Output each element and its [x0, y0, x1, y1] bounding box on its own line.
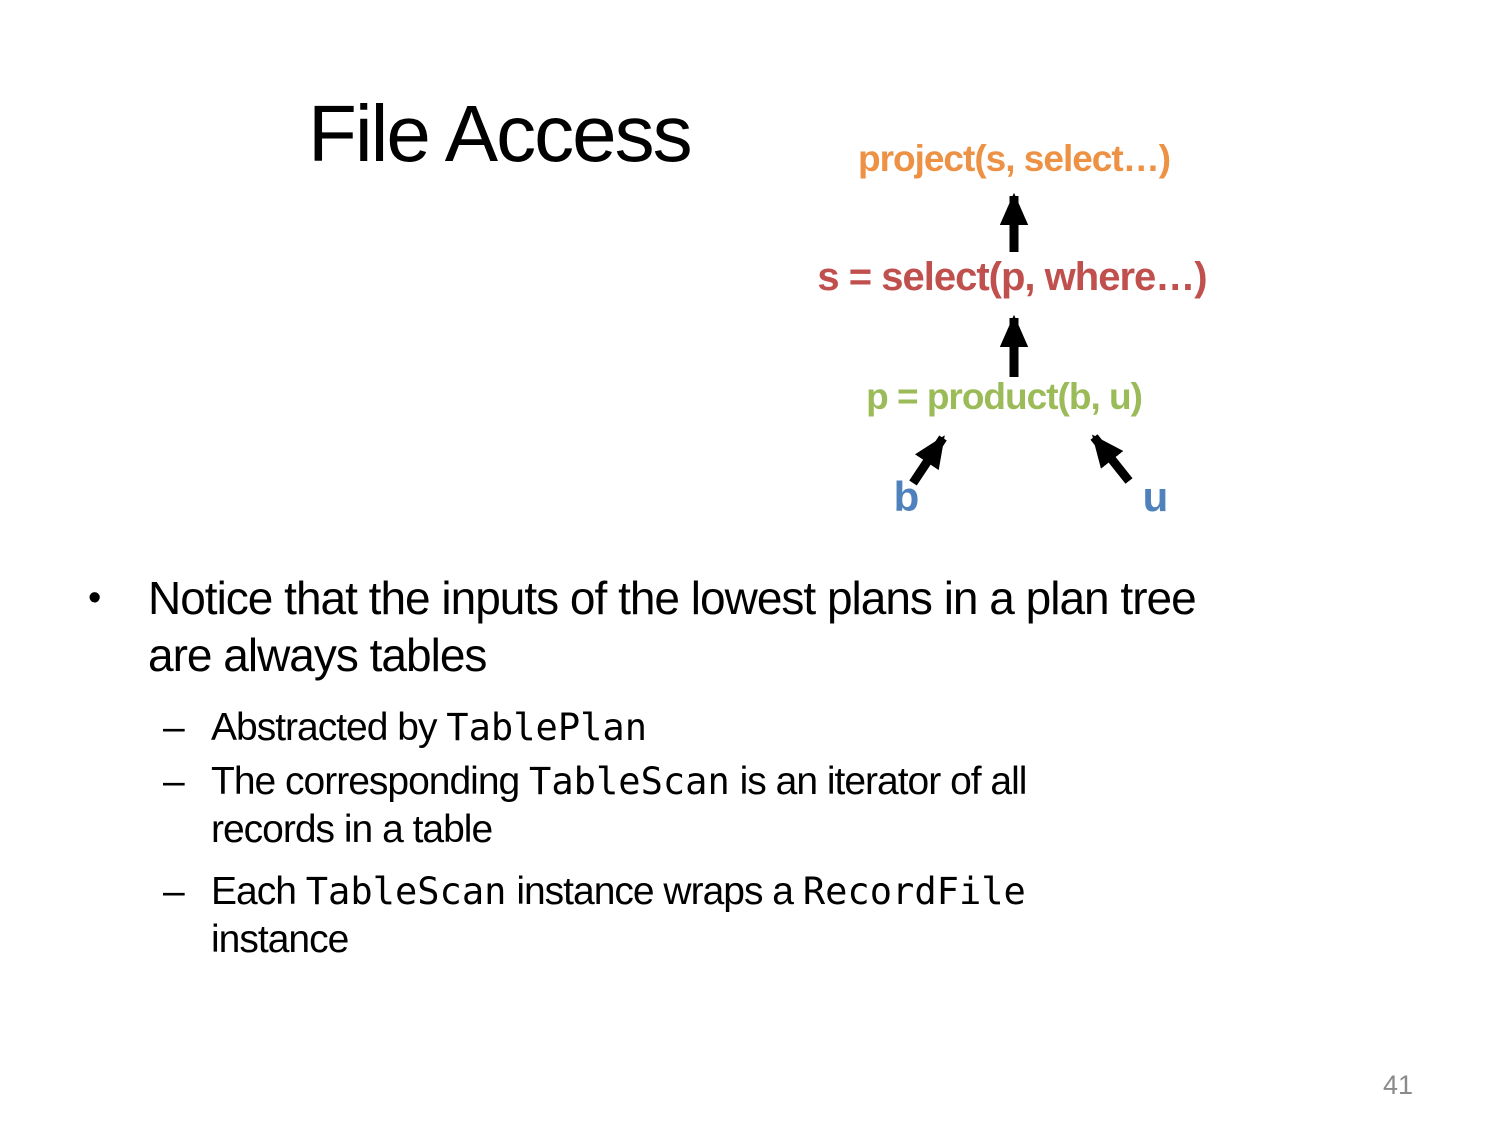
plain-text: Each	[211, 870, 306, 913]
plain-text: instance	[211, 918, 349, 961]
plain-text: instance wraps a	[506, 870, 803, 913]
slide-title: File Access	[308, 89, 693, 178]
plain-text: Notice that the inputs of the lowest pla…	[148, 572, 1197, 624]
sub-bullet-3: – Each TableScan instance wraps a Record…	[163, 868, 1478, 964]
dash-marker: –	[163, 870, 185, 913]
body-text: • Notice that the inputs of the lowest p…	[88, 570, 1478, 964]
bullet-marker: •	[88, 577, 101, 619]
sub-bullet-3-text: Each TableScan instance wraps a RecordFi…	[211, 868, 1026, 964]
plain-text: The corresponding	[211, 760, 530, 803]
sub-bullet-1: – Abstracted by TablePlan	[163, 704, 1478, 752]
plain-text: Abstracted by	[211, 706, 447, 749]
plain-text: are always tables	[148, 629, 487, 681]
sub-bullet-2: – The corresponding TableScan is an iter…	[163, 758, 1478, 854]
plain-text: records in a table	[211, 808, 493, 851]
code-text: TableScan	[529, 760, 730, 803]
code-text: RecordFile	[802, 870, 1026, 913]
dash-marker: –	[163, 760, 185, 803]
bullet-item-1-text: Notice that the inputs of the lowest pla…	[148, 570, 1197, 684]
page-number: 41	[1383, 1070, 1414, 1100]
code-text: TableScan	[305, 870, 507, 913]
arrows-svg	[909, 192, 1133, 486]
plan-node-select: s = select(p, where…)	[817, 255, 1207, 299]
plan-tree-arrows	[780, 120, 1260, 540]
arrow-u-to-product-icon	[1090, 434, 1133, 484]
sub-bullet-1-text: Abstracted by TablePlan	[211, 704, 647, 752]
plan-node-product: p = product(b, u)	[866, 376, 1143, 417]
code-text: TablePlan	[446, 706, 648, 749]
plan-node-project: project(s, select…)	[857, 138, 1171, 179]
bullet-item-1: • Notice that the inputs of the lowest p…	[88, 570, 1478, 684]
sub-bullet-2-text: The corresponding TableScan is an iterat…	[211, 758, 1028, 854]
plain-text: is an iterator of all	[729, 760, 1028, 803]
arrow-b-to-product-icon	[909, 435, 947, 486]
dash-marker: –	[163, 706, 185, 749]
plan-input-u: u	[1142, 473, 1169, 520]
